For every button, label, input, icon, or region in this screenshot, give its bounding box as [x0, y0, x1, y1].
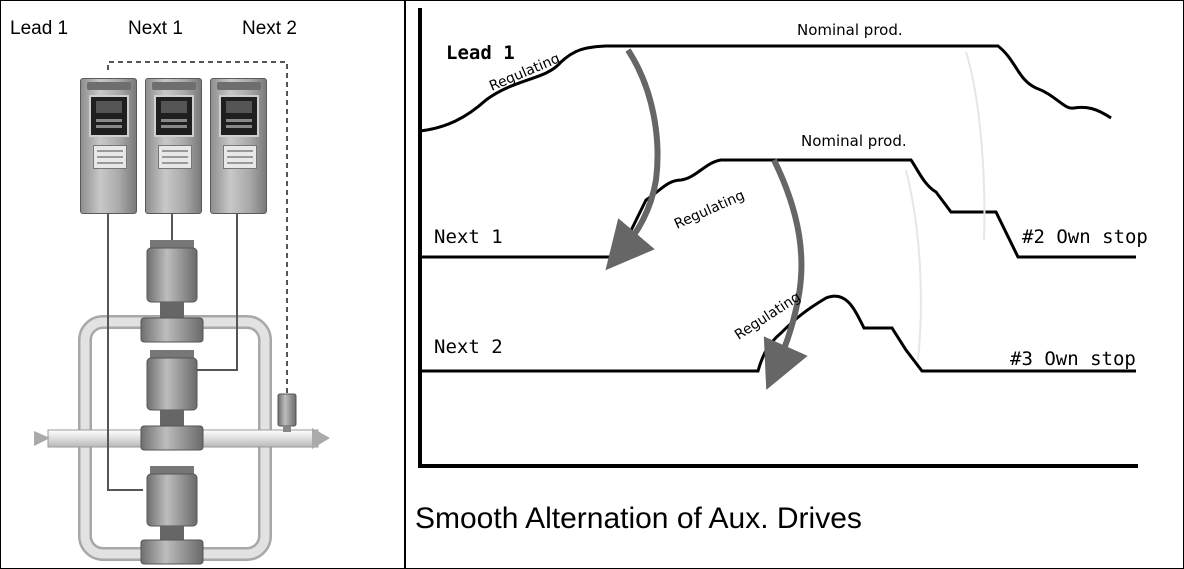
pump-motor-2 — [140, 350, 204, 451]
frequency-drive-next2 — [210, 78, 267, 214]
pump-motor-1 — [140, 240, 204, 343]
row-label-next1: Next 1 — [434, 226, 503, 248]
fade-curve-1 — [965, 51, 986, 241]
frequency-drive-lead1 — [80, 78, 137, 214]
own-stop-label-2: #2 Own stop — [1022, 226, 1148, 248]
pipe-inlet-arrow — [34, 431, 50, 446]
wire-next2 — [195, 214, 238, 371]
next1-curve — [420, 158, 1136, 259]
wire-lead1 — [107, 214, 143, 491]
frequency-drive-next1 — [145, 78, 202, 214]
panel-divider — [404, 0, 406, 569]
row-label-next2: Next 2 — [434, 336, 503, 358]
handover-arrow-2 — [763, 158, 808, 390]
dashed-sensor-link — [107, 61, 288, 395]
pressure-sensor — [277, 393, 297, 432]
pump-motor-3 — [140, 466, 204, 565]
nominal-prod-label-2: Nominal prod. — [801, 132, 907, 150]
header-next2: Next 2 — [242, 18, 297, 39]
lead1-curve — [419, 44, 1112, 133]
diagram-caption: Smooth Alternation of Aux. Drives — [415, 502, 862, 535]
own-stop-label-3: #3 Own stop — [1010, 348, 1136, 370]
fade-curve-2 — [905, 169, 922, 361]
header-next1: Next 1 — [128, 18, 183, 39]
pipe-outlet-arrow — [312, 428, 330, 449]
nominal-prod-label-1: Nominal prod. — [797, 21, 903, 39]
row-label-lead1: Lead 1 — [446, 42, 515, 64]
timing-diagram — [418, 8, 1138, 468]
handover-arrow-1 — [605, 48, 661, 271]
header-lead1: Lead 1 — [10, 18, 69, 39]
pump-station-schematic — [34, 61, 330, 565]
